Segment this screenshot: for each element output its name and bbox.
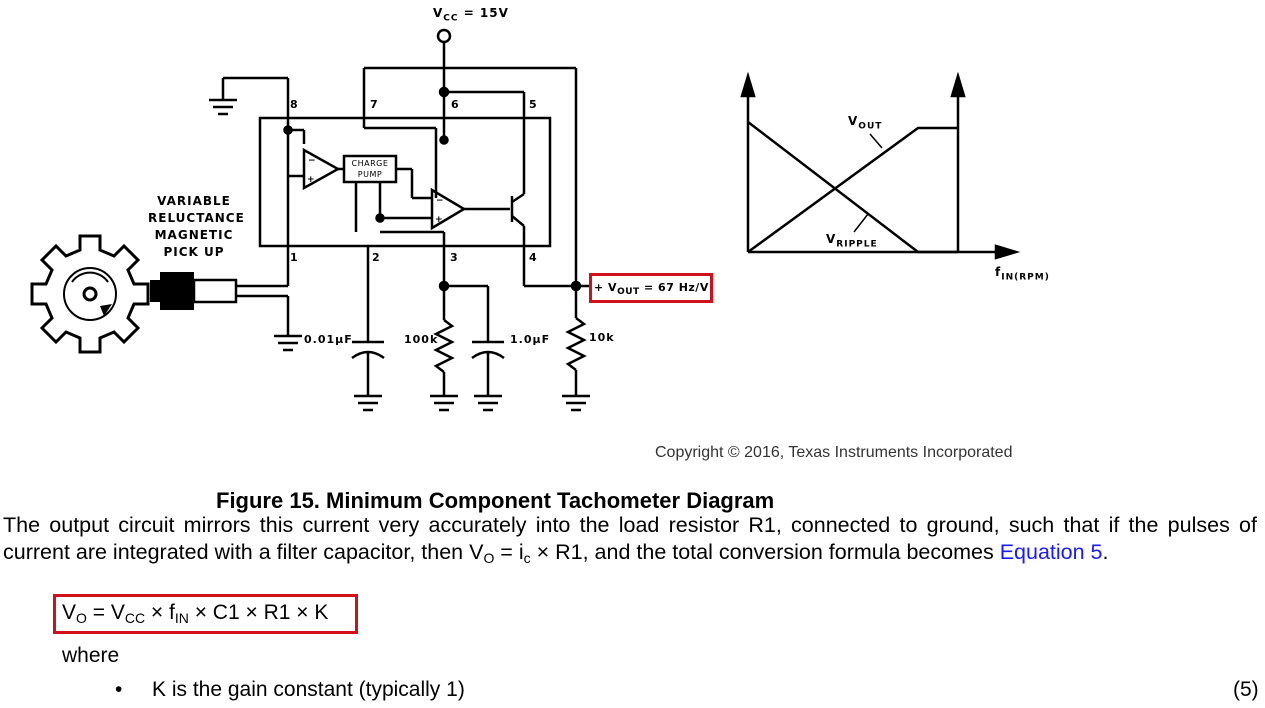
graph-vripple-label: VRIPPLE <box>826 232 878 250</box>
svg-text:+: + <box>435 215 443 225</box>
svg-text:−: − <box>308 156 316 166</box>
conversion-equation: VO = VCC × fIN × C1 × R1 × K <box>62 601 329 626</box>
pin-7: 7 <box>370 98 378 111</box>
equation-5-link[interactable]: Equation 5 <box>999 540 1103 564</box>
where-text: where <box>62 644 120 667</box>
capacitor-1uf-label: 1.0μF <box>510 333 551 346</box>
pin-6: 6 <box>451 98 459 111</box>
capacitor-001uf-label: 0.01μF <box>304 333 353 346</box>
pin-4: 4 <box>529 251 537 264</box>
graph-x-axis-label: fIN(RPM) <box>995 265 1050 283</box>
body-paragraph: The output circuit mirrors this current … <box>3 513 1257 566</box>
copyright-note: Copyright © 2016, Texas Instruments Inco… <box>655 444 1013 461</box>
figure-title: Figure 15. Minimum Component Tachometer … <box>216 488 775 513</box>
pin-3: 3 <box>450 251 458 264</box>
charge-pump-label: CHARGE PUMP <box>351 159 389 179</box>
response-graph <box>740 71 1021 260</box>
pin-1: 1 <box>290 251 298 264</box>
tachometer-schematic: − + − + <box>30 28 1021 412</box>
graph-vout-label: VOUT <box>848 114 883 132</box>
vcc-label: VCC = 15V <box>433 6 509 24</box>
magnetic-pickup-sensor <box>150 272 238 310</box>
pickup-label: VARIABLE RELUCTANCE MAGNETIC PICK UP <box>148 194 245 259</box>
pin-2: 2 <box>372 251 380 264</box>
resistor-10k-label: 10k <box>589 331 615 344</box>
pin-8: 8 <box>290 98 298 111</box>
vout-highlight-box <box>589 273 713 303</box>
gear-icon <box>30 234 150 354</box>
pin-5: 5 <box>529 98 537 111</box>
bullet-gain-constant: K is the gain constant (typically 1) <box>152 678 465 701</box>
svg-text:+: + <box>307 175 315 185</box>
svg-text:−: − <box>436 196 444 206</box>
bullet-mark: • <box>115 678 123 701</box>
equation-number: (5) <box>1233 678 1259 701</box>
resistor-100k-label: 100k <box>404 333 439 346</box>
vout-sensitivity-label: + VOUT = 67 Hz/V <box>594 281 709 298</box>
equation-highlight-box <box>53 594 358 634</box>
